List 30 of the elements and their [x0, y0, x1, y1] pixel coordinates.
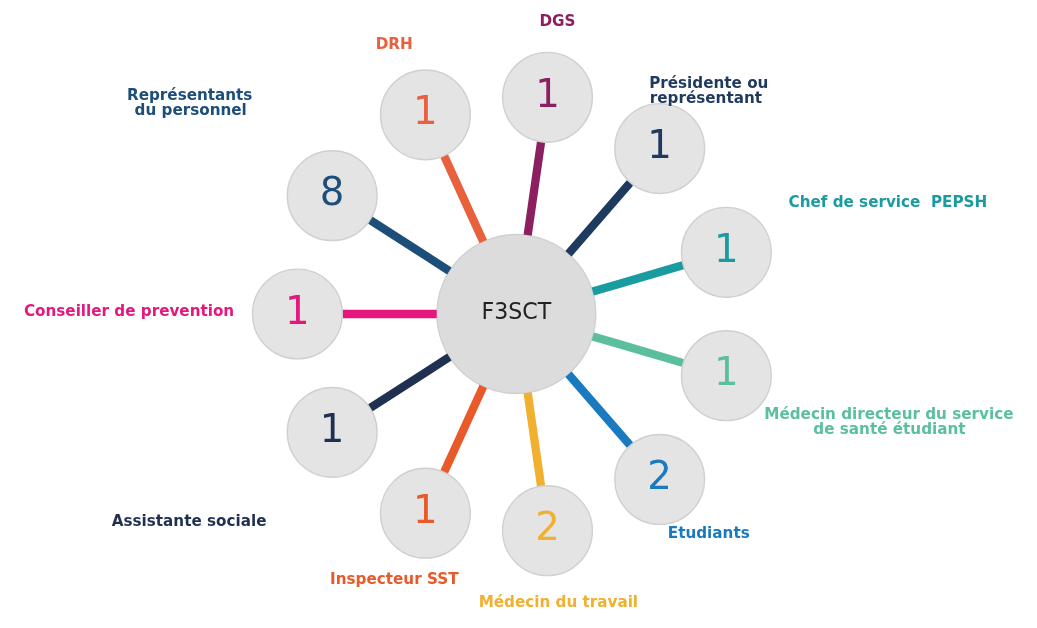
connector	[591, 261, 684, 296]
node-label: Etudiants	[667, 524, 750, 543]
node-circle: F3SCT	[436, 233, 597, 395]
connector	[565, 371, 634, 448]
connector	[440, 384, 488, 474]
node-circle: 1	[379, 69, 471, 161]
connector	[523, 392, 546, 487]
node-label: Représentants du personnel	[126, 85, 253, 119]
node-label: Conseiller de prevention	[23, 302, 235, 321]
node-label: DRH	[375, 35, 413, 54]
connector	[368, 353, 452, 412]
node-label: Chef de service PEPSH	[788, 193, 988, 212]
node-label: Assistante sociale	[111, 512, 267, 531]
connector	[368, 216, 452, 275]
node-circle: 1	[251, 268, 344, 360]
node-label: DGS	[539, 11, 576, 30]
connector	[565, 180, 633, 257]
connector	[342, 309, 437, 319]
node-label: Médecin du travail	[478, 593, 639, 612]
node-circle: 1	[286, 386, 378, 478]
connector	[591, 332, 684, 367]
node-circle: 2	[501, 485, 594, 577]
node-circle: 1	[379, 467, 471, 559]
node-circle: 1	[680, 206, 772, 298]
connector	[523, 141, 546, 236]
node-circle: 1	[501, 51, 594, 143]
node-circle: 8	[286, 150, 378, 242]
connector	[440, 154, 487, 244]
node-circle: 2	[614, 433, 706, 526]
node-label: Inspecteur SST	[330, 569, 459, 588]
